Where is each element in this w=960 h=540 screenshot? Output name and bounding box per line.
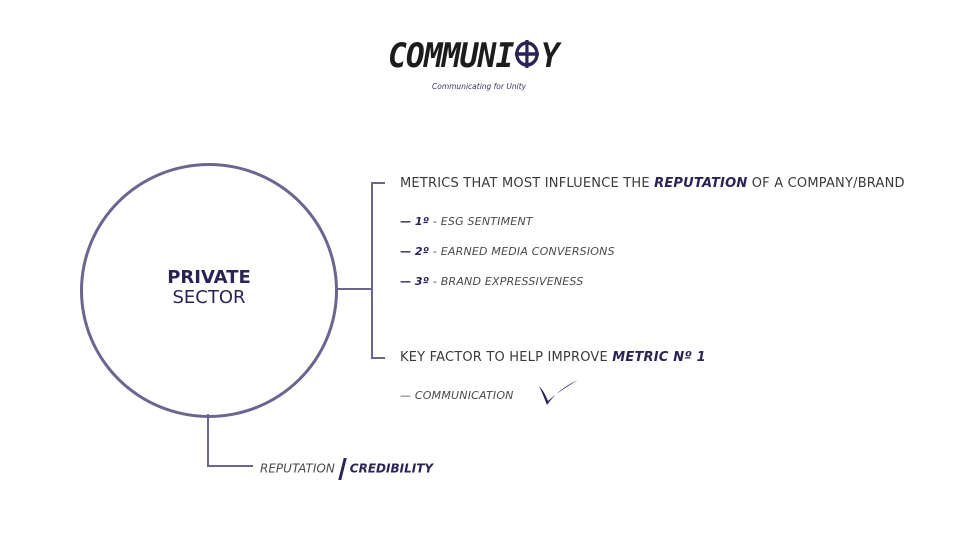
bracket-vertical — [371, 182, 373, 359]
metric-rank: 1º — [414, 215, 430, 228]
key-factor-item: — COMMUNICATION — [400, 389, 514, 402]
metric-label: - EARNED MEDIA CONVERSIONS — [429, 245, 615, 258]
dash-icon: — — [400, 215, 412, 228]
connector-hub-to-bracket — [335, 288, 372, 290]
metric-rank: 2º — [414, 245, 430, 258]
dash-icon: — — [400, 275, 412, 288]
metric-item-2: — 2º - EARNED MEDIA CONVERSIONS — [400, 245, 615, 258]
metric-label: - ESG SENTIMENT — [429, 215, 533, 228]
bottom-label: REPUTATION CREDIBILITY — [260, 458, 433, 480]
metric-item-1: — 1º - ESG SENTIMENT — [400, 215, 533, 228]
key-factor-heading: KEY FACTOR TO HELP IMPROVE METRIC Nº 1 — [400, 350, 706, 365]
hub-label-light: SECTOR — [172, 287, 246, 308]
logo-wordmark: COMMUNI Y — [388, 36, 560, 78]
bracket-bottom-arm — [371, 357, 385, 359]
connector-bottom-horizontal — [207, 465, 253, 467]
checkmark-icon — [536, 378, 580, 412]
bracket-top-arm — [371, 182, 385, 184]
key-factor-label: COMMUNICATION — [414, 389, 514, 402]
circle-cross-icon — [513, 38, 541, 78]
logo: COMMUNI Y Communicating for Unity — [388, 36, 583, 96]
metrics-heading-suffix: OF A COMPANY/BRAND — [747, 176, 905, 191]
logo-word-part2: Y — [540, 36, 560, 76]
logo-tagline: Communicating for Unity — [432, 82, 527, 91]
metrics-heading-emphasis: REPUTATION — [654, 176, 748, 191]
hub-label-bold: PRIVATE — [167, 267, 251, 288]
key-factor-heading-emphasis: METRIC Nº 1 — [612, 350, 706, 365]
hub-label: PRIVATE SECTOR — [80, 268, 338, 308]
hub-circle — [80, 163, 338, 418]
bottom-label-bold: CREDIBILITY — [349, 461, 434, 476]
dash-icon: — — [400, 389, 412, 402]
metrics-heading-prefix: METRICS THAT MOST INFLUENCE THE — [400, 176, 655, 191]
slash-divider — [338, 458, 347, 480]
dash-icon: — — [400, 245, 412, 258]
logo-word-part1: COMMUNI — [388, 36, 514, 76]
metric-rank: 3º — [414, 275, 430, 288]
key-factor-heading-prefix: KEY FACTOR TO HELP IMPROVE — [400, 350, 613, 365]
bottom-label-light: REPUTATION — [260, 461, 335, 476]
metrics-heading: METRICS THAT MOST INFLUENCE THE REPUTATI… — [400, 176, 905, 191]
metric-item-3: — 3º - BRAND EXPRESSIVENESS — [400, 275, 583, 288]
metric-label: - BRAND EXPRESSIVENESS — [429, 275, 584, 288]
connector-bottom-vertical — [207, 414, 209, 467]
